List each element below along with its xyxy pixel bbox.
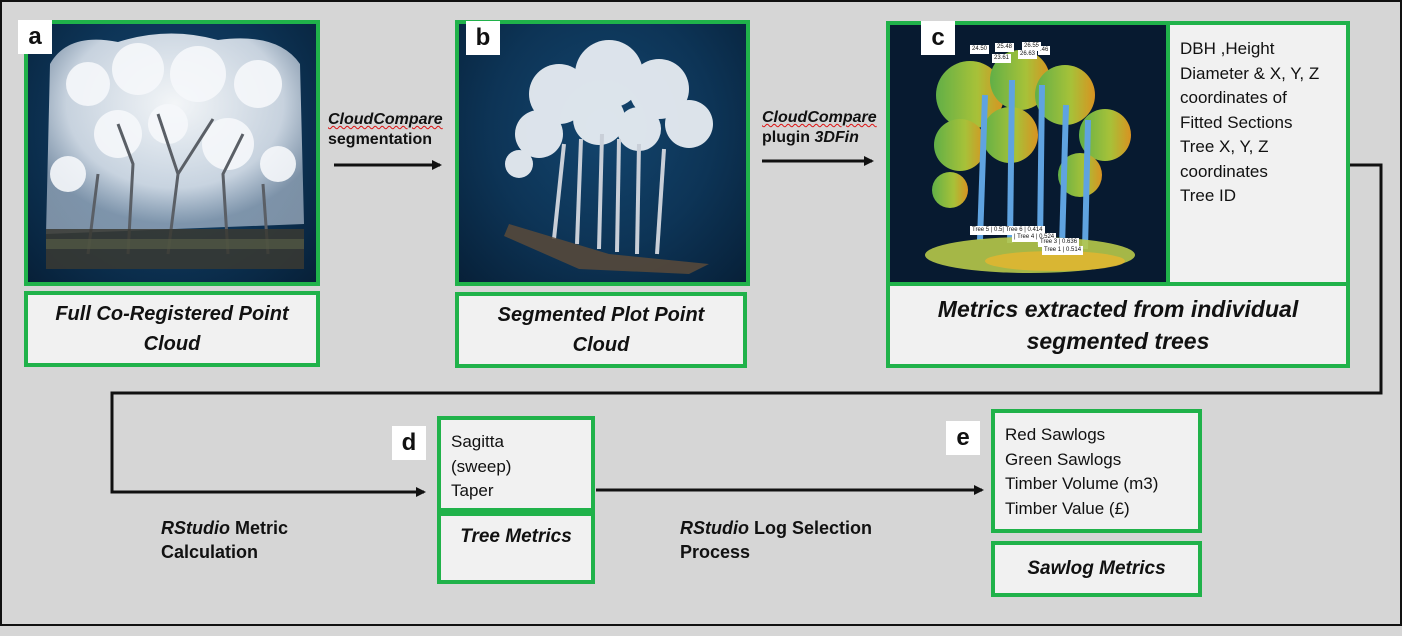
height-tag-1: 24.50 (970, 45, 990, 54)
panel-b-caption-line1: Segmented Plot Point (497, 304, 705, 326)
tree-tag-3: Tree 3 | 0.636 (1038, 238, 1080, 247)
panel-c-metric-4: Fitted Sections (1180, 112, 1293, 132)
arrow-c-d-tool: RStudio (161, 518, 230, 538)
panel-b-caption-line2: Cloud (572, 334, 630, 356)
panel-a-caption-line1: Full Co-Registered Point (55, 303, 289, 325)
panel-d-metric-1: Sagitta (451, 432, 504, 451)
panel-c-metric-1: DBH ,Height (1180, 39, 1275, 58)
tree-tag-4: Tree 1 | 0.514 (1042, 246, 1084, 255)
panel-c-metric-2: Diameter & X, Y, Z (1180, 63, 1320, 83)
panel-d-caption: Tree Metrics (437, 512, 595, 584)
arrow-b-c-plugin: 3DFin (814, 129, 859, 146)
panel-d-metrics-list: Sagitta (sweep) Taper (437, 416, 595, 512)
tree-tag-2: | Tree 4 | 0.524 (1012, 233, 1057, 242)
panel-e-metrics-list: Red Sawlogs Green Sawlogs Timber Volume … (991, 409, 1202, 533)
arrow-b-c-label: CloudCompare plugin 3DFin (762, 108, 877, 148)
panel-c-point-cloud-image (886, 21, 1170, 286)
panel-a-letter: a (18, 20, 52, 54)
panel-c-metric-6: coordinates (1180, 161, 1268, 181)
tree-tag-1: Tree 5 | 0.5| Tree 6 | 0.414 (970, 226, 1045, 235)
arrow-c-d-label: RStudio Metric Calculation (161, 516, 288, 564)
panel-a-caption: Full Co-Registered Point Cloud (24, 291, 320, 367)
arrow-c-d-line2: Calculation (161, 542, 259, 562)
panel-d-letter: d (392, 426, 426, 460)
arrow-a-b-tool: CloudCompare (328, 111, 443, 128)
panel-c-metric-5: Tree X, Y, Z (1180, 137, 1269, 156)
height-tag-4: 26.55 (1022, 42, 1042, 51)
panel-d-metric-3: Taper (451, 481, 494, 500)
panel-d-metric-2: (sweep) (451, 456, 512, 476)
panel-a-point-cloud-image (24, 20, 320, 286)
panel-e-metric-1: Red Sawlogs (1005, 425, 1106, 444)
arrow-a-b-label: CloudCompare segmentation (328, 110, 443, 150)
panel-c-metric-7: Tree ID (1180, 186, 1237, 205)
panel-e-caption: Sawlog Metrics (991, 541, 1202, 597)
panel-e-letter: e (946, 421, 980, 455)
arrow-b-c-action-prefix: plugin (762, 129, 815, 146)
height-tag-5: 26.63 (1018, 50, 1038, 59)
arrow-c-to-d (110, 163, 1383, 497)
height-tag-2: 25.48 (995, 43, 1015, 52)
panel-a-caption-line2: Cloud (143, 333, 201, 355)
panel-b-caption: Segmented Plot Point Cloud (455, 292, 747, 368)
panel-c-metrics-list: DBH ,Height Diameter & X, Y, Z coordinat… (1166, 21, 1350, 286)
panel-d-caption-text: Tree Metrics (460, 526, 572, 547)
arrow-d-e-action: Log Selection (749, 518, 873, 538)
panel-e-metric-4: Timber Value (£) (1005, 498, 1130, 518)
panel-c-caption-line1: Metrics extracted from individual (937, 296, 1299, 322)
arrow-d-e-line2: Process (680, 542, 751, 562)
height-tag-3: 23.61 (992, 54, 1012, 63)
arrow-c-d-action: Metric (230, 518, 289, 538)
panel-c-metric-3: coordinates of (1180, 88, 1287, 107)
arrow-d-e-tool: RStudio (680, 518, 749, 538)
height-tag-6: .46 (1038, 46, 1051, 55)
arrow-b-c-tool: CloudCompare (762, 109, 877, 126)
panel-c-caption-line2: segmented trees (1026, 328, 1210, 354)
segmented-plot-point-cloud (504, 40, 713, 274)
full-plot-point-cloud (46, 33, 304, 269)
panel-b-point-cloud-image (455, 20, 750, 286)
panel-e-metric-3: Timber Volume (m3) (1005, 474, 1159, 493)
panel-c-letter: c (921, 21, 955, 55)
arrow-a-b-action: segmentation (328, 131, 433, 148)
panel-e-caption-text: Sawlog Metrics (1027, 558, 1166, 579)
metrics-point-cloud (925, 50, 1135, 273)
panel-b-letter: b (466, 21, 500, 55)
panel-e-metric-2: Green Sawlogs (1005, 449, 1122, 469)
arrow-d-e-label: RStudio Log Selection Process (680, 516, 872, 564)
panel-c-caption: Metrics extracted from individual segmen… (886, 282, 1350, 368)
